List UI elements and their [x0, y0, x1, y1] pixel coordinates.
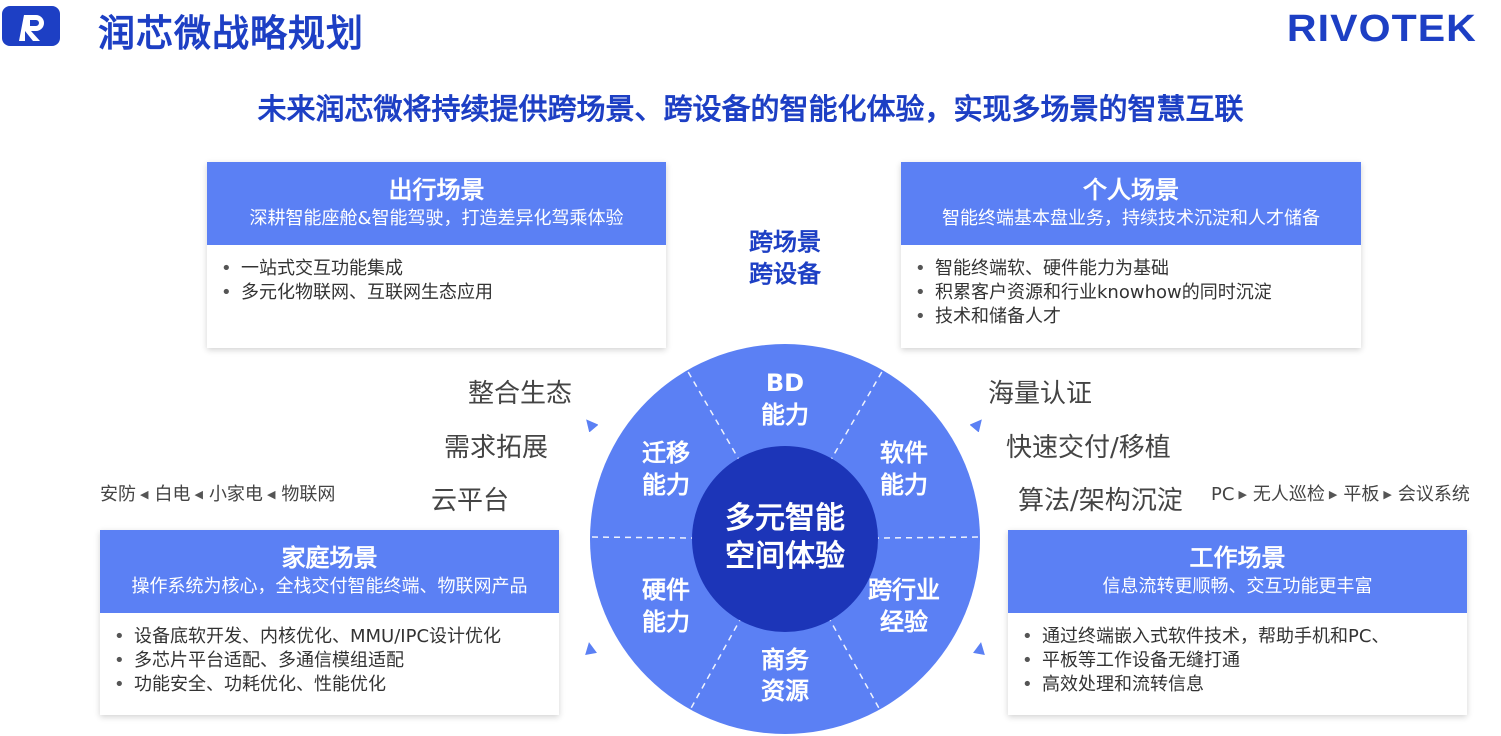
home-device-chain: 安防◀白电◀小家电◀物联网: [100, 480, 335, 506]
capability-wheel: 多元智能 空间体验 BD 能力 迁移 能力 软件 能力 硬件 能力 跨行业 经验…: [589, 344, 981, 734]
card-subtitle: 智能终端基本盘业务，持续技术沉淀和人才储备: [942, 208, 1320, 229]
subtitle: 未来润芯微将持续提供跨场景、跨设备的智能化体验，实现多场景的智慧互联: [257, 92, 1244, 126]
capability-fast-delivery: 快速交付/移植: [1006, 433, 1171, 463]
card-header: 个人场景 智能终端基本盘业务，持续技术沉淀和人才储备: [901, 162, 1361, 245]
pointer-triangle-icon: [586, 419, 598, 432]
card-subtitle: 信息流转更顺畅、交互功能更丰富: [1102, 576, 1373, 597]
personal-scene-card: 个人场景 智能终端基本盘业务，持续技术沉淀和人才储备 智能终端软、硬件能力为基础…: [901, 162, 1361, 348]
chain-item: 无人巡检: [1252, 484, 1325, 505]
card-title: 工作场景: [1189, 544, 1286, 572]
list-item-continued: 平板等工作设备无缝打通: [1018, 649, 1467, 673]
work-device-chain: PC▶无人巡检▶平板▶会议系统: [1211, 480, 1470, 506]
cross-device-line: 跨设备: [749, 260, 821, 288]
work-scene-card: 工作场景 信息流转更顺畅、交互功能更丰富 通过终端嵌入式软件技术，帮助手机和PC…: [1008, 530, 1467, 715]
pointer-triangle-icon: [585, 642, 597, 655]
list-item: 设备底软开发、内核优化、MMU/IPC设计优化: [110, 625, 559, 649]
chain-item: 会议系统: [1397, 484, 1470, 505]
capability-cloud-platform: 云平台: [431, 486, 510, 516]
capability-mass-certification: 海量认证: [988, 379, 1093, 409]
travel-scene-card: 出行场景 深耕智能座舱&智能驾驶，打造差异化驾乘体验 一站式交互功能集成 多元化…: [207, 162, 666, 348]
list-item: 多芯片平台适配、多通信模组适配: [110, 649, 559, 673]
arrow-right-icon: ▶: [1383, 488, 1392, 501]
card-subtitle: 操作系统为核心，全栈交付智能终端、物联网产品: [131, 576, 528, 597]
list-item: 功能安全、功耗优化、性能优化: [110, 673, 559, 697]
brand-name: RIVOTEK: [1287, 8, 1477, 50]
segment-cross-industry-line2: 经验: [880, 608, 928, 636]
wheel-center-line1: 多元智能: [725, 501, 845, 536]
capability-demand-expansion: 需求拓展: [444, 433, 549, 463]
arrow-left-icon: ◀: [194, 488, 203, 501]
chain-item: PC: [1211, 484, 1235, 505]
list-item-continuation: 技术和储备人才: [935, 306, 1061, 327]
wheel-center: [692, 446, 878, 632]
segment-hardware-line1: 硬件: [642, 576, 690, 604]
list-item: 积累客户资源和行业knowhow的同时沉淀: [911, 281, 1361, 305]
chain-item: 小家电: [208, 484, 263, 505]
list-item-continuation: 平板等工作设备无缝打通: [1042, 650, 1240, 671]
card-subtitle: 深耕智能座舱&智能驾驶，打造差异化驾乘体验: [249, 208, 624, 229]
list-item: 高效处理和流转信息: [1018, 673, 1467, 697]
capability-algorithm-architecture: 算法/架构沉淀: [1018, 486, 1183, 516]
list-item: 多元化物联网、互联网生态应用: [217, 281, 666, 305]
card-header: 工作场景 信息流转更顺畅、交互功能更丰富: [1008, 530, 1467, 613]
list-item-continued: 技术和储备人才: [911, 305, 1361, 329]
card-body: 设备底软开发、内核优化、MMU/IPC设计优化 多芯片平台适配、多通信模组适配 …: [100, 613, 559, 697]
card-title: 出行场景: [388, 176, 485, 204]
arrow-left-icon: ◀: [266, 488, 276, 501]
segment-bd-line2: 能力: [761, 401, 809, 429]
segment-cross-industry-line1: 跨行业: [868, 576, 940, 604]
list-item: 智能终端软、硬件能力为基础: [911, 257, 1361, 281]
list-item: 通过终端嵌入式软件技术，帮助手机和PC、: [1018, 625, 1467, 649]
list-item: 一站式交互功能集成: [217, 257, 666, 281]
segment-migration-line2: 能力: [642, 471, 690, 499]
arrow-right-icon: ▶: [1328, 488, 1338, 501]
card-header: 家庭场景 操作系统为核心，全栈交付智能终端、物联网产品: [100, 530, 559, 613]
segment-business-line1: 商务: [761, 646, 810, 674]
home-scene-card: 家庭场景 操作系统为核心，全栈交付智能终端、物联网产品 设备底软开发、内核优化、…: [100, 530, 559, 715]
card-title: 个人场景: [1083, 176, 1179, 204]
page-title: 润芯微战略规划: [98, 12, 364, 55]
pointer-triangle-icon: [973, 642, 985, 655]
segment-hardware-line2: 能力: [642, 608, 690, 636]
cross-scene-label: 跨场景 跨设备: [735, 226, 835, 290]
card-body: 智能终端软、硬件能力为基础 积累客户资源和行业knowhow的同时沉淀 技术和储…: [901, 245, 1361, 329]
chain-item: 安防: [100, 484, 136, 505]
segment-software-line2: 能力: [880, 471, 928, 499]
card-title: 家庭场景: [281, 544, 378, 572]
segment-software-line1: 软件: [880, 439, 928, 467]
chain-item: 物联网: [281, 484, 336, 505]
pointer-triangle-icon: [970, 419, 982, 432]
arrow-right-icon: ▶: [1238, 488, 1247, 501]
cross-scene-line: 跨场景: [749, 228, 821, 256]
card-body: 一站式交互功能集成 多元化物联网、互联网生态应用: [207, 245, 666, 305]
segment-business-line2: 资源: [761, 677, 809, 705]
arrow-left-icon: ◀: [140, 488, 149, 501]
rivotek-logo-icon: [2, 6, 60, 46]
segment-migration-line1: 迁移: [642, 439, 690, 467]
chain-item: 平板: [1343, 484, 1380, 505]
chain-item: 白电: [154, 484, 191, 505]
card-header: 出行场景 深耕智能座舱&智能驾驶，打造差异化驾乘体验: [207, 162, 666, 245]
card-body: 通过终端嵌入式软件技术，帮助手机和PC、 平板等工作设备无缝打通 高效处理和流转…: [1008, 613, 1467, 697]
wheel-center-line2: 空间体验: [725, 539, 845, 574]
capability-integrate-ecosystem: 整合生态: [468, 379, 573, 409]
segment-bd-line1: BD: [766, 369, 804, 397]
